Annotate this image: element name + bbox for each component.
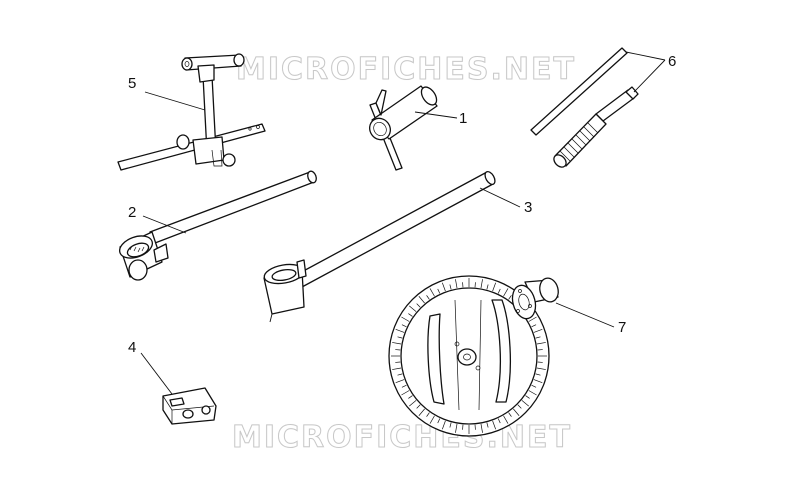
part-7-drawing <box>511 277 559 320</box>
wheel-tick <box>528 316 537 322</box>
callout-3: 3 <box>524 199 533 216</box>
part-3-drawing <box>263 170 496 323</box>
part-2-drawing <box>119 170 317 281</box>
wheel-tick <box>409 400 417 407</box>
wheel-tick <box>486 422 489 428</box>
wheel-tick <box>437 418 441 424</box>
wheel-tick <box>503 415 509 424</box>
wheel-tick <box>397 373 403 376</box>
wheel-tick <box>426 295 430 300</box>
wheel-tick <box>531 384 537 388</box>
wheel-tick <box>429 288 435 297</box>
wheel-tick <box>401 324 407 328</box>
wheel-tick <box>449 422 452 428</box>
wheel-tick <box>533 328 543 333</box>
wheel-tick <box>492 282 497 292</box>
wheel-tick <box>508 412 512 417</box>
wheel-tick <box>408 395 413 399</box>
callout-4: 4 <box>128 339 137 356</box>
watermark-bottom: MICROFICHES.NET <box>232 420 572 456</box>
wheel-tick <box>535 336 541 339</box>
callout-7: 7 <box>618 319 627 336</box>
wheel-tick <box>408 313 413 317</box>
wheel-tick <box>409 305 417 312</box>
watermark-top: MICROFICHES.NET <box>236 52 576 88</box>
wheel-tick <box>497 418 501 424</box>
wheel-tick <box>486 284 489 290</box>
wheel-tick <box>513 408 520 416</box>
wheel-tick <box>429 415 435 424</box>
wheel-tick <box>521 400 529 407</box>
part-5-drawing <box>117 53 266 171</box>
leader-lines <box>140 51 666 395</box>
wheel-tick <box>416 303 421 308</box>
wheel-tick <box>525 395 530 399</box>
wheel-tick <box>536 367 546 370</box>
wheel-tick <box>455 279 458 289</box>
wheel-tick <box>392 367 402 370</box>
wheel-tick <box>418 296 425 304</box>
part-6-drawing <box>530 47 639 168</box>
wheel-tick <box>508 295 512 300</box>
wheel-tick <box>492 420 497 430</box>
wheel-tick <box>535 373 541 376</box>
degree-wheel-drawing <box>388 275 550 437</box>
part-4-drawing <box>162 387 217 425</box>
wheel-tick <box>441 420 446 430</box>
wheel-tick <box>480 279 483 289</box>
wheel-tick <box>503 288 509 297</box>
wheel-tick <box>531 324 537 328</box>
wheel-tick <box>397 336 403 339</box>
wheel-tick <box>401 390 410 396</box>
part-1-drawing <box>369 85 438 171</box>
wheel-tick <box>449 284 452 290</box>
wheel-tick <box>536 342 546 345</box>
wheel-tick <box>528 390 537 396</box>
wheel-tick <box>426 412 430 417</box>
callout-2: 2 <box>128 204 137 221</box>
callout-5: 5 <box>128 75 137 92</box>
wheel-tick <box>533 379 543 384</box>
callout-1: 1 <box>459 110 468 127</box>
wheel-tick <box>418 408 425 416</box>
callout-6: 6 <box>668 53 677 70</box>
wheel-tick <box>497 288 501 294</box>
wheel-tick <box>441 282 446 292</box>
wheel-tick <box>395 328 405 333</box>
wheel-tick <box>401 384 407 388</box>
wheel-tick <box>392 342 402 345</box>
wheel-tick <box>395 379 405 384</box>
wheel-tick <box>517 404 522 409</box>
wheel-tick <box>455 423 458 433</box>
wheel-tick <box>401 316 410 322</box>
wheel-tick <box>480 423 483 433</box>
wheel-tick <box>437 288 441 294</box>
wheel-tick <box>416 404 421 409</box>
